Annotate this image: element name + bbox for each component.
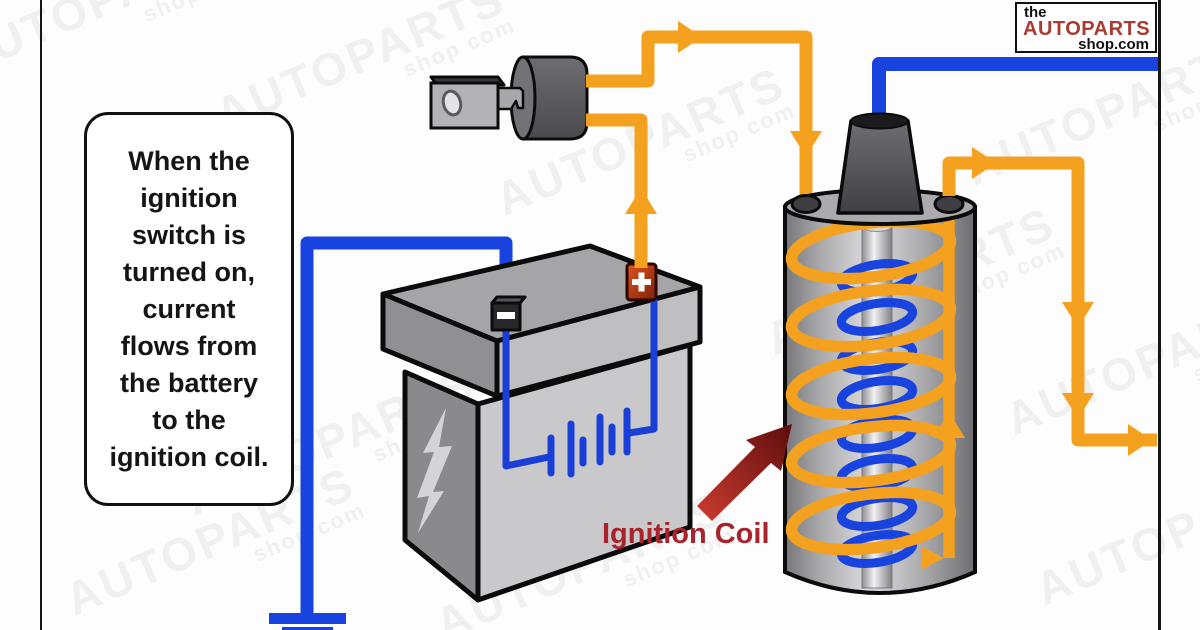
positive-terminal bbox=[625, 262, 658, 302]
key-shaft bbox=[495, 86, 525, 111]
key-head bbox=[429, 75, 506, 130]
flow-arrow-down bbox=[790, 131, 822, 157]
flow-arrow-right bbox=[1128, 424, 1152, 456]
flow-arrow-right bbox=[678, 21, 702, 53]
ignition-switch bbox=[429, 55, 589, 141]
logo-the: the bbox=[1024, 4, 1047, 21]
battery-body bbox=[402, 342, 693, 603]
caption-line: flows from bbox=[120, 330, 258, 361]
caption-line: current bbox=[142, 293, 236, 324]
battery-lid bbox=[380, 243, 703, 399]
lightning-bolt-icon bbox=[417, 408, 452, 533]
winding-return-wire bbox=[921, 200, 965, 570]
logo: the AUTOPARTS shop.com bbox=[1015, 2, 1157, 53]
frame-border-left bbox=[40, 0, 42, 630]
wire-coil-secondary-output bbox=[872, 57, 1158, 118]
battery-cell-symbol bbox=[502, 296, 658, 478]
frame-border-right bbox=[1158, 0, 1161, 630]
caption-line: the battery bbox=[119, 367, 259, 398]
coil-terminal-right bbox=[933, 194, 965, 214]
caption-line: switch is bbox=[131, 219, 247, 250]
wire-switch-to-coil bbox=[586, 21, 822, 196]
logo-name: AUTOPARTS bbox=[1023, 18, 1151, 40]
wire-coil-to-distributor bbox=[942, 147, 1157, 456]
coil-tower bbox=[836, 119, 924, 215]
key-hole bbox=[441, 89, 463, 117]
caption-line: ignition coil. bbox=[109, 441, 269, 472]
ground-symbol-bar bbox=[269, 613, 346, 624]
wire-battery-to-switch bbox=[586, 113, 657, 268]
negative-terminal bbox=[490, 295, 527, 332]
logo-domain: shop.com bbox=[1017, 36, 1155, 51]
caption-box: When the ignition switch is turned on, c… bbox=[84, 112, 294, 506]
plus-icon bbox=[632, 272, 651, 292]
coil-tower-opening bbox=[850, 112, 909, 130]
caption-line: to the bbox=[152, 404, 226, 435]
caption-line: ignition bbox=[140, 182, 238, 213]
pointer-arrow bbox=[697, 424, 792, 521]
minus-icon bbox=[497, 312, 515, 319]
ground-symbol-bar bbox=[282, 627, 333, 630]
ignition-coil bbox=[783, 57, 1158, 595]
battery bbox=[380, 243, 703, 603]
flow-arrow-down bbox=[1062, 393, 1094, 419]
caption-line: When the bbox=[128, 145, 250, 176]
flow-arrow-up bbox=[625, 188, 657, 214]
coil-terminal-left bbox=[790, 194, 822, 214]
flow-arrow-right bbox=[972, 147, 996, 179]
logo-domain-text: shop.com bbox=[1078, 36, 1149, 51]
coil-label: Ignition Coil bbox=[602, 518, 770, 550]
flow-arrow-down bbox=[1062, 302, 1094, 328]
flow-arrow-right bbox=[921, 546, 944, 570]
caption-line: turned on, bbox=[123, 256, 255, 287]
flow-arrow-up bbox=[933, 412, 965, 438]
